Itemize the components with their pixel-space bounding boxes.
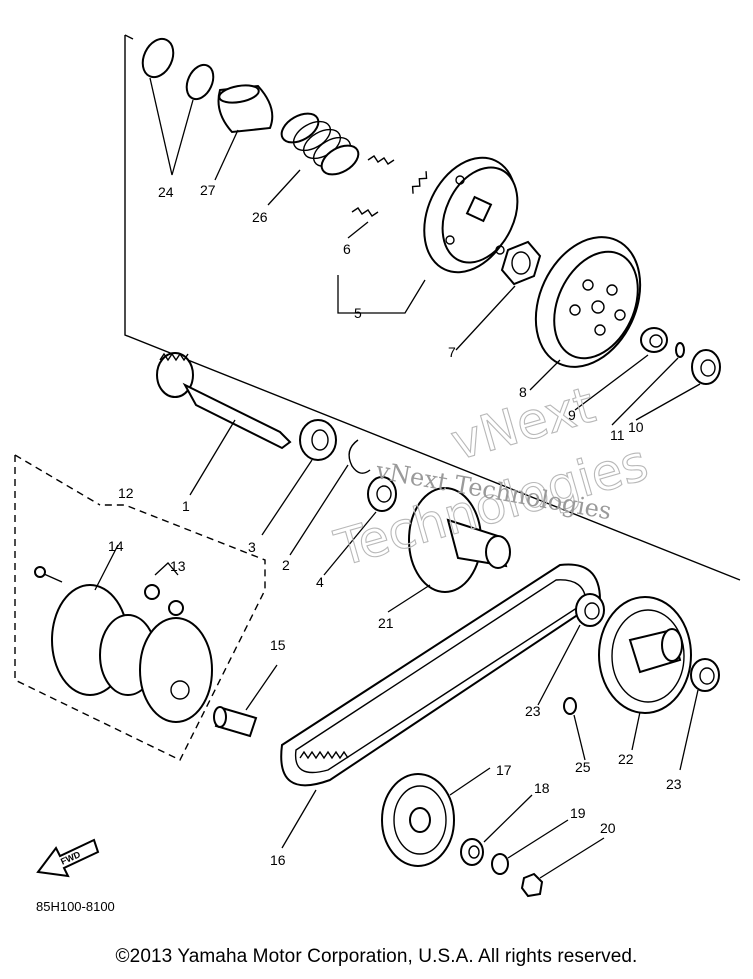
label-15: 15 (270, 637, 286, 653)
collar-15 (213, 664, 278, 738)
part-number-labels: 24 27 26 6 5 7 8 9 11 10 1 12 14 13 3 2 … (108, 182, 682, 868)
label-4: 4 (316, 574, 324, 590)
bearing-23-lower (679, 658, 720, 771)
label-11: 11 (610, 427, 625, 443)
label-27: 27 (200, 182, 216, 198)
nut-9 (574, 327, 668, 411)
label-13: 13 (170, 558, 186, 574)
label-20: 20 (600, 820, 616, 836)
washer-19 (491, 819, 569, 875)
label-17: 17 (496, 762, 512, 778)
compression-spring-26 (267, 112, 360, 206)
guide-pin-25 (563, 697, 586, 761)
nut-20 (520, 837, 605, 898)
label-5: 5 (354, 305, 362, 321)
label-25: 25 (575, 759, 591, 775)
washer-11 (611, 342, 685, 426)
cooling-fan-17 (381, 767, 491, 867)
label-22: 22 (618, 751, 634, 767)
label-6: 6 (343, 241, 351, 257)
o-rings-24 (141, 37, 215, 176)
primary-sheave-assy (34, 544, 213, 723)
clutch-carrier-5 (337, 156, 519, 314)
bearing-3 (261, 419, 337, 536)
clutch-housing-8 (529, 236, 642, 391)
label-2: 2 (282, 557, 290, 573)
collar-27 (214, 84, 274, 181)
washer-18 (460, 794, 533, 866)
label-24: 24 (158, 184, 174, 200)
clutch-springs-6 (347, 155, 428, 239)
bearing-23-upper (537, 593, 605, 706)
label-12: 12 (118, 485, 134, 501)
bearing-10 (635, 349, 721, 421)
label-7: 7 (448, 344, 456, 360)
label-16: 16 (270, 852, 286, 868)
primary-sheave-group-box (14, 454, 266, 761)
label-26: 26 (252, 209, 268, 225)
label-23-upper: 23 (525, 703, 541, 719)
nut-7 (455, 240, 542, 351)
clutch-group-frame (124, 34, 741, 581)
label-9: 9 (568, 407, 576, 423)
oil-seal-4 (323, 476, 397, 576)
fixed-sheave-21 (387, 487, 511, 613)
fwd-arrow-icon: FWD (36, 838, 100, 878)
label-21: 21 (378, 615, 394, 631)
copyright-notice: ©2013 Yamaha Motor Corporation, U.S.A. A… (115, 946, 638, 967)
label-19: 19 (570, 805, 586, 821)
circlip-2 (289, 439, 371, 556)
label-14: 14 (108, 538, 124, 554)
label-3: 3 (248, 539, 256, 555)
label-1: 1 (182, 498, 190, 514)
label-10: 10 (628, 419, 644, 435)
diagram-code: 85H100-8100 (36, 899, 115, 914)
label-8: 8 (519, 384, 527, 400)
label-23-lower: 23 (666, 776, 682, 792)
primary-shaft-1 (156, 352, 292, 496)
secondary-sheave-22 (598, 596, 692, 751)
label-18: 18 (534, 780, 550, 796)
